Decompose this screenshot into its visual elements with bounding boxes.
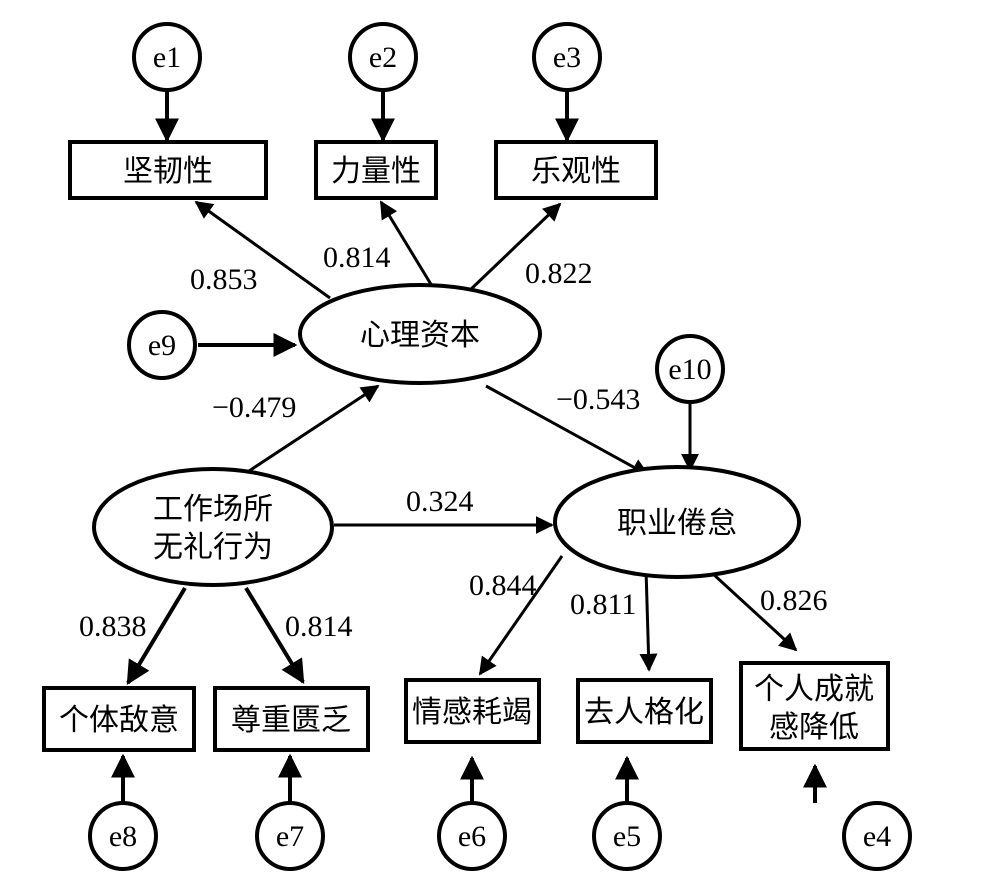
coef-burnout-depersonalization: 0.811 <box>570 588 636 621</box>
indicator-label-line1: 个人成就 <box>754 672 874 707</box>
edge-incivility-lack-respect <box>244 586 305 685</box>
coef-incivility-hostility: 0.838 <box>79 610 147 643</box>
coef-incivility-psych: −0.479 <box>212 391 296 424</box>
edge-burnout-depersonalization <box>639 568 658 672</box>
coef-psych-optimism: 0.822 <box>525 257 593 290</box>
indicator-label: 情感耗竭 <box>412 695 532 730</box>
edge-incivility-psych <box>245 384 380 475</box>
indicator-label: 力量性 <box>331 154 421 189</box>
indicator-exhaustion: 情感耗竭 <box>404 678 541 744</box>
edge-incivility-hostility <box>126 586 187 686</box>
edge-psych-strength <box>379 200 434 287</box>
coef-psych-strength: 0.814 <box>323 241 391 274</box>
error-e6: e6 <box>437 801 507 871</box>
indicator-label: 去人格化 <box>584 695 704 730</box>
edge-psych-resilience <box>194 200 331 300</box>
error-label: e7 <box>276 820 304 853</box>
latent-psych-capital: 心理资本 <box>298 283 542 385</box>
latent-label-line1: 工作场所 <box>153 492 273 527</box>
error-label: e6 <box>458 820 486 853</box>
error-e8: e8 <box>88 801 158 871</box>
error-e1: e1 <box>132 22 202 92</box>
error-label: e3 <box>553 41 581 74</box>
error-label: e5 <box>613 820 641 853</box>
error-e2: e2 <box>348 22 418 92</box>
error-label: e8 <box>109 820 137 853</box>
error-label: e9 <box>148 329 176 362</box>
error-e4: e4 <box>842 801 912 871</box>
indicator-hostility: 个体敌意 <box>42 686 196 752</box>
indicator-strength: 力量性 <box>314 140 438 200</box>
error-e3: e3 <box>532 22 602 92</box>
error-label: e4 <box>863 820 891 853</box>
indicator-resilience: 坚韧性 <box>68 140 268 200</box>
error-e7: e7 <box>255 801 325 871</box>
latent-incivility: 工作场所 无礼行为 <box>92 467 334 587</box>
indicator-label-line2: 感降低 <box>769 710 859 745</box>
coef-psych-resilience: 0.853 <box>190 263 258 296</box>
error-label: e10 <box>668 353 711 386</box>
coef-burnout-exhaustion: 0.844 <box>469 569 537 602</box>
edge-psych-optimism <box>466 202 562 294</box>
latent-label: 心理资本 <box>360 318 480 353</box>
indicator-accomplishment: 个人成就 感降低 <box>739 661 890 751</box>
coef-burnout-accomplishment: 0.826 <box>760 584 828 617</box>
edge-burnout-accomplishment <box>698 560 798 652</box>
error-label: e1 <box>153 41 181 74</box>
indicator-label: 个体敌意 <box>59 703 179 738</box>
indicator-label: 乐观性 <box>531 154 621 189</box>
indicator-depersonalization: 去人格化 <box>576 678 713 744</box>
edge-burnout-exhaustion <box>478 555 564 676</box>
coef-incivility-burnout: 0.324 <box>406 485 474 518</box>
error-e5: e5 <box>592 801 662 871</box>
indicator-lack-respect: 尊重匮乏 <box>213 686 370 752</box>
error-label: e2 <box>369 41 397 74</box>
edge-psych-burnout <box>485 384 650 477</box>
latent-label: 职业倦怠 <box>617 506 737 541</box>
latent-label-line2: 无礼行为 <box>153 530 273 565</box>
coef-incivility-lack-respect: 0.814 <box>285 610 353 643</box>
error-e9: e9 <box>127 310 197 380</box>
latent-burnout: 职业倦怠 <box>553 465 801 579</box>
indicator-label: 坚韧性 <box>123 154 213 189</box>
coef-psych-burnout: −0.543 <box>556 383 640 416</box>
indicator-label: 尊重匮乏 <box>231 703 351 738</box>
indicator-optimism: 乐观性 <box>494 140 658 200</box>
error-e10: e10 <box>655 334 725 404</box>
